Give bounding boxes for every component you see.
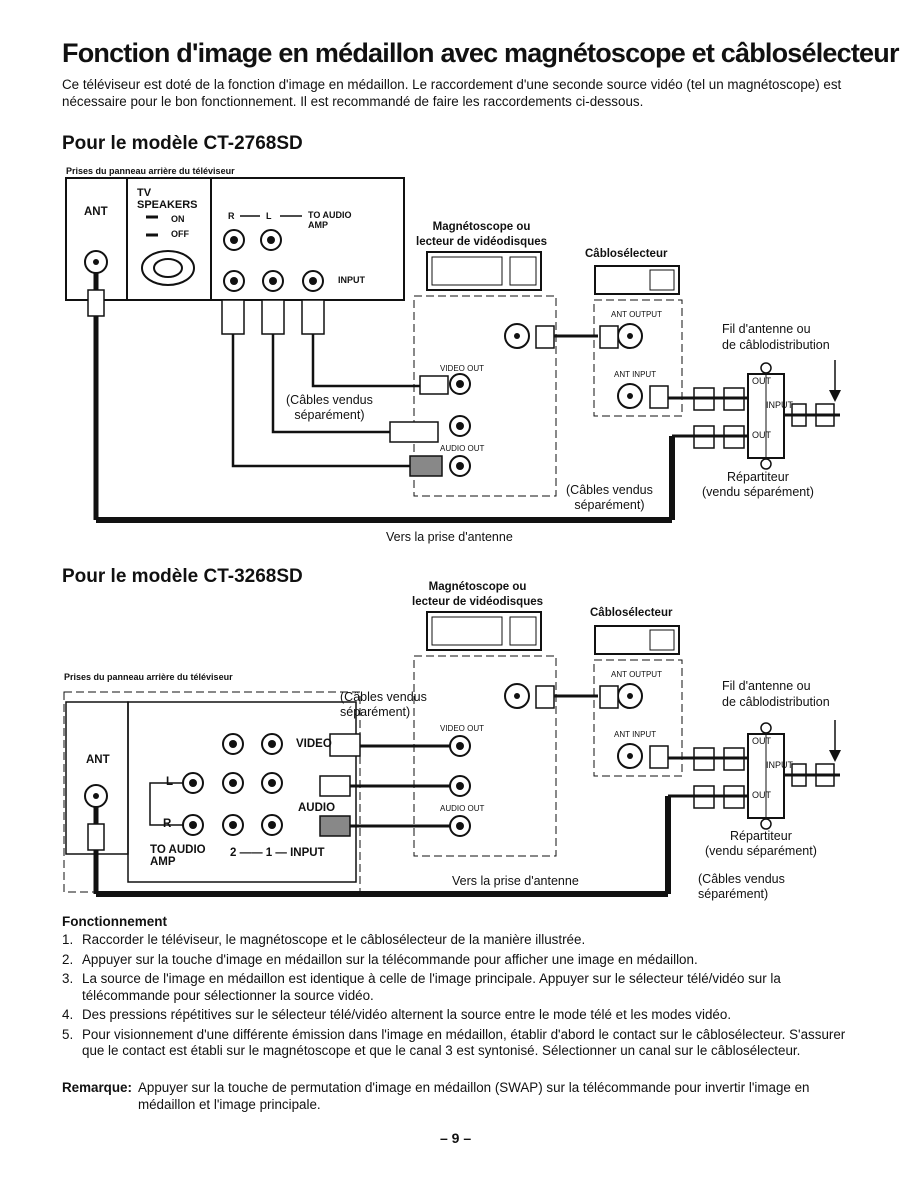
- d1-vcr-label: Magnétoscope ou lecteur de vidéodisques: [416, 221, 548, 248]
- d1-splitter-out2: OUT: [752, 430, 771, 440]
- step-item: 5. Pour visionnement d'une différente émi…: [62, 1027, 852, 1060]
- d2-splitter-out2: OUT: [752, 790, 771, 800]
- d1-ant-output: ANT OUTPUT: [611, 310, 662, 319]
- d1-cables-sold-separately-2: (Câbles vendus séparément): [566, 483, 653, 512]
- d2-antenna-wire: Fil d'antenne ou de câblodistribution: [722, 679, 830, 709]
- d2-input-row: 2 —— 1 — INPUT: [230, 847, 325, 859]
- tv-back-panel-2: [63, 691, 361, 893]
- d2-ant-input: ANT INPUT: [614, 730, 657, 739]
- operation-steps: 1. Raccorder le téléviseur, le magnétosco…: [62, 932, 852, 1063]
- d2-cables-sold-separately: (Câbles vendus séparément): [340, 690, 427, 719]
- step-number: 4.: [62, 1007, 74, 1022]
- d1-r-label: R: [228, 211, 235, 221]
- d1-ant-label: ANT: [84, 206, 108, 218]
- cable-box-device-2: [594, 625, 680, 655]
- cable-box-device: [594, 265, 680, 295]
- d2-splitter-input: INPUT: [766, 760, 793, 770]
- d1-cable-box-label: Câblosélecteur: [585, 248, 668, 260]
- operation-title: Fonctionnement: [62, 914, 167, 929]
- step-text: La source de l'image en médaillon est id…: [82, 971, 781, 1003]
- d2-r-label: R: [163, 818, 172, 830]
- step-text: Appuyer sur la touche d'image en médaill…: [82, 951, 698, 967]
- d1-splitter-label: Répartiteur (vendu séparément): [702, 470, 814, 499]
- step-number: 2.: [62, 951, 74, 967]
- d2-splitter-label: Répartiteur (vendu séparément): [705, 829, 817, 858]
- step-number: 1.: [62, 932, 74, 947]
- d2-video-out: VIDEO OUT: [440, 724, 485, 733]
- diagram2-heading: Pour le modèle CT-3268SD: [62, 566, 303, 587]
- step-number: 3.: [62, 971, 74, 986]
- input-audio-l-jack: [262, 270, 284, 292]
- vcr-device-2: [426, 611, 542, 651]
- step-text: Pour visionnement d'une différente émiss…: [82, 1026, 846, 1059]
- diagram1-heading: Pour le modèle CT-2768SD: [62, 133, 303, 154]
- d2-audio-out: AUDIO OUT: [440, 804, 485, 813]
- d1-to-antenna: Vers la prise d'antenne: [386, 530, 513, 544]
- step-item: 2. Appuyer sur la touche d'image en médai…: [62, 952, 852, 969]
- d1-audio-out: AUDIO OUT: [440, 444, 485, 453]
- audio-amp-r-jack: [223, 229, 245, 251]
- d1-cables-sold-separately: (Câbles vendus séparément): [286, 393, 373, 422]
- d1-video-out: VIDEO OUT: [440, 364, 485, 373]
- note-text: Appuyer sur la touche de permutation d'i…: [137, 1080, 810, 1112]
- d1-on-label: ON: [171, 214, 185, 224]
- d1-splitter-out1: OUT: [752, 376, 771, 386]
- d1-l-label: L: [266, 211, 272, 221]
- d2-to-audio-amp: TO AUDIO AMP: [150, 844, 206, 868]
- d2-cable-box-label: Câblosélecteur: [590, 607, 673, 619]
- note: Remarque: Appuyer sur la touche de permu…: [62, 1079, 852, 1113]
- d2-video-label: VIDEO: [296, 738, 332, 750]
- d2-ant-output: ANT OUTPUT: [611, 670, 662, 679]
- page-number: – 9 –: [440, 1130, 472, 1146]
- audio-amp-l-jack: [260, 229, 282, 251]
- speaker-switch: [141, 250, 195, 286]
- step-text: Des pressions répétitives sur le sélecte…: [82, 1007, 732, 1022]
- step-item: 4. Des pressions répétitives sur le sélec…: [62, 1007, 852, 1024]
- d2-audio-label: AUDIO: [298, 802, 336, 814]
- d1-ant-input: ANT INPUT: [614, 370, 657, 379]
- d2-splitter-out1: OUT: [752, 736, 771, 746]
- input-audio-r-jack: [223, 270, 245, 292]
- d1-antenna-wire: Fil d'antenne ou de câblodistribution: [722, 322, 830, 352]
- step-number: 5.: [62, 1026, 74, 1042]
- step-item: 3. La source de l'image en médaillon est …: [62, 971, 852, 1004]
- d2-cables-sold-separately-2: (Câbles vendus séparément): [698, 872, 785, 901]
- d2-panel-caption: Prises du panneau arrière du téléviseur: [64, 672, 233, 682]
- diagram1: [65, 177, 841, 523]
- diagram2: [63, 611, 841, 897]
- intro-paragraph: Ce téléviseur est doté de la fonction d'…: [62, 77, 842, 109]
- d1-off-label: OFF: [171, 229, 189, 239]
- step-item: 1. Raccorder le téléviseur, le magnétosco…: [62, 932, 852, 949]
- step-text: Raccorder le téléviseur, le magnétoscope…: [82, 932, 586, 947]
- page-title: Fonction d'image en médaillon avec magné…: [62, 38, 899, 68]
- d2-to-antenna: Vers la prise d'antenne: [452, 874, 579, 888]
- d2-ant-label: ANT: [86, 754, 110, 766]
- d1-to-audio-amp: TO AUDIO AMP: [308, 210, 352, 230]
- d1-splitter-input: INPUT: [766, 400, 793, 410]
- d1-input-label: INPUT: [338, 275, 365, 285]
- d2-l-label: L: [166, 776, 174, 788]
- vcr-device: [426, 251, 542, 291]
- input-video-jack: [302, 270, 324, 292]
- d1-panel-caption: Prises du panneau arrière du téléviseur: [66, 166, 235, 176]
- d1-tv-speakers: TV SPEAKERS: [137, 187, 198, 211]
- note-label: Remarque:: [62, 1080, 132, 1095]
- d2-vcr-label: Magnétoscope ou lecteur de vidéodisques: [412, 581, 544, 608]
